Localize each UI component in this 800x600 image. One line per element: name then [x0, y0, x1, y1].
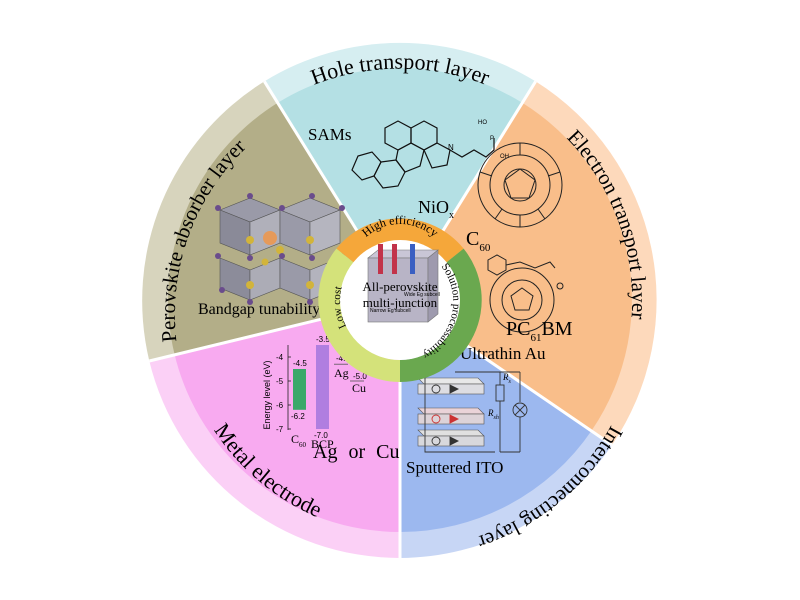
perovskite-crystal-icon: [215, 193, 345, 305]
bcp-energy-bar: [316, 345, 329, 429]
metal-content: Energy level (eV) -4 -5 -6 -7 -4.5 -6.2 -3.…: [262, 335, 399, 463]
c60-label: C60: [466, 228, 491, 254]
tandem-circuit-diagram: Rs Rsh: [417, 371, 528, 453]
molecule-ho-label: HO: [478, 120, 487, 126]
molecule-p-label: P: [490, 136, 494, 142]
energy-axis-label: Energy level (eV): [262, 360, 272, 429]
sector-etl: [400, 102, 632, 431]
energy-tick-label: -6: [276, 401, 284, 410]
center-title-line1: All-perovskite: [362, 279, 437, 294]
ag-or-cu-caption: Ag or Cu: [313, 441, 399, 463]
wide-subcell-label: Wide Eg subcell: [404, 292, 440, 298]
pcbm-label: PC61BM: [506, 318, 573, 344]
niox-label: NiOx: [418, 197, 454, 221]
pcbm-molecule-icon: [487, 254, 564, 333]
c60-bottom-value: -6.2: [291, 412, 305, 421]
rs-label: Rs: [502, 372, 512, 385]
sams-label: SAMs: [308, 125, 351, 144]
cation-atom-icon: [263, 231, 277, 245]
ring-solution-processability: [400, 248, 482, 382]
rsh-label: Rsh: [487, 408, 499, 421]
molecule-n-label: N: [448, 143, 454, 152]
molecule-oh-label: OH: [500, 154, 509, 160]
center-device-icon: Narrow Eg subcell Wide Eg subcell: [367, 244, 440, 323]
bcp-bottom-value: -7.0: [314, 431, 328, 440]
htl-content: SAMs N HO P OH NiOx: [308, 120, 509, 221]
energy-tick-label: -7: [276, 425, 284, 434]
center-title-line2: multi-junction: [363, 295, 438, 310]
energy-tick-label: -5: [276, 377, 284, 386]
ultrathin-au-label: Ultrathin Au: [460, 344, 546, 363]
c60-molecule-icon: [477, 142, 563, 228]
bcp-top-value: -3.5: [316, 335, 330, 344]
narrow-subcell-label: Narrow Eg subcell: [370, 308, 411, 314]
absorber-content: Bandgap tunability: [198, 193, 345, 318]
icl-content: Ultrathin Au Rs: [406, 344, 546, 477]
bandgap-tunability-label: Bandgap tunability: [198, 301, 320, 318]
sputtered-ito-label: Sputtered ITO: [406, 458, 503, 477]
c60-energy-bar: [293, 369, 306, 410]
c60-chart-label: C60: [291, 432, 307, 449]
etl-content: C60 PC61BM: [466, 142, 573, 344]
cu-value: -5.0: [353, 372, 367, 381]
ag-chart-label: Ag: [334, 366, 349, 380]
cu-chart-label: Cu: [352, 381, 366, 395]
sams-molecule-icon: [351, 120, 495, 189]
sector-htl: [278, 68, 522, 300]
bcp-chart-label: BCP: [311, 437, 334, 451]
energy-level-chart: Energy level (eV) -4 -5 -6 -7 -4.5 -6.2 -3.…: [262, 335, 367, 451]
c60-top-value: -4.5: [293, 359, 307, 368]
energy-tick-label: -4: [276, 353, 284, 362]
ring-low-cost: [318, 248, 400, 382]
